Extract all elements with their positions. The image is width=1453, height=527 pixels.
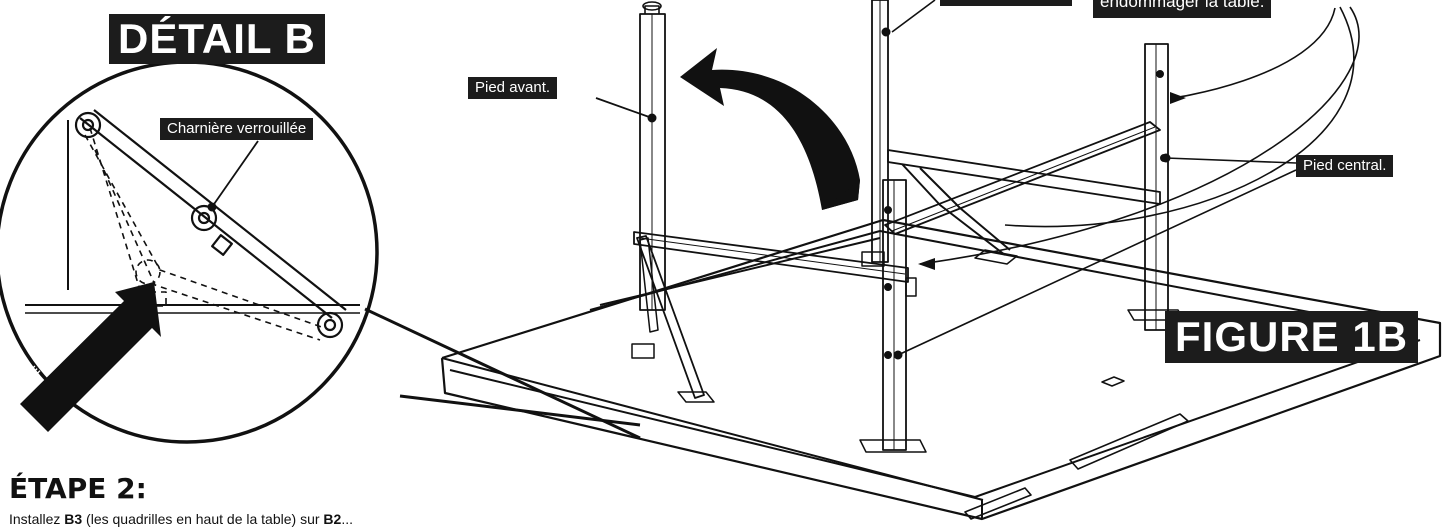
step-title: ÉTAPE 2:: [9, 472, 147, 505]
front-leg-label: Pied avant.: [468, 77, 558, 99]
detail-b-magnifier: [0, 60, 641, 444]
top-callout-left: [940, 0, 1072, 6]
step-text-part: ...: [341, 511, 353, 527]
step-text-part: Installez: [9, 511, 65, 527]
step-instruction: Installez B3 (les quadrilles en haut de …: [9, 511, 353, 527]
top-callout-right: endommager la table.: [1093, 0, 1272, 18]
center-leg-label: Pied central.: [1296, 155, 1394, 177]
part-ref-b2: B2: [323, 511, 342, 527]
step-text-part: (les quadrilles en haut de la table) sur: [82, 511, 324, 527]
figure-title: FIGURE 1B: [1165, 311, 1419, 363]
table-assembly: [440, 0, 1442, 521]
detail-b-title: DÉTAIL B: [109, 14, 325, 64]
hinge-label: Charnière verrouillée: [160, 118, 314, 140]
part-ref-b3: B3: [64, 511, 83, 527]
